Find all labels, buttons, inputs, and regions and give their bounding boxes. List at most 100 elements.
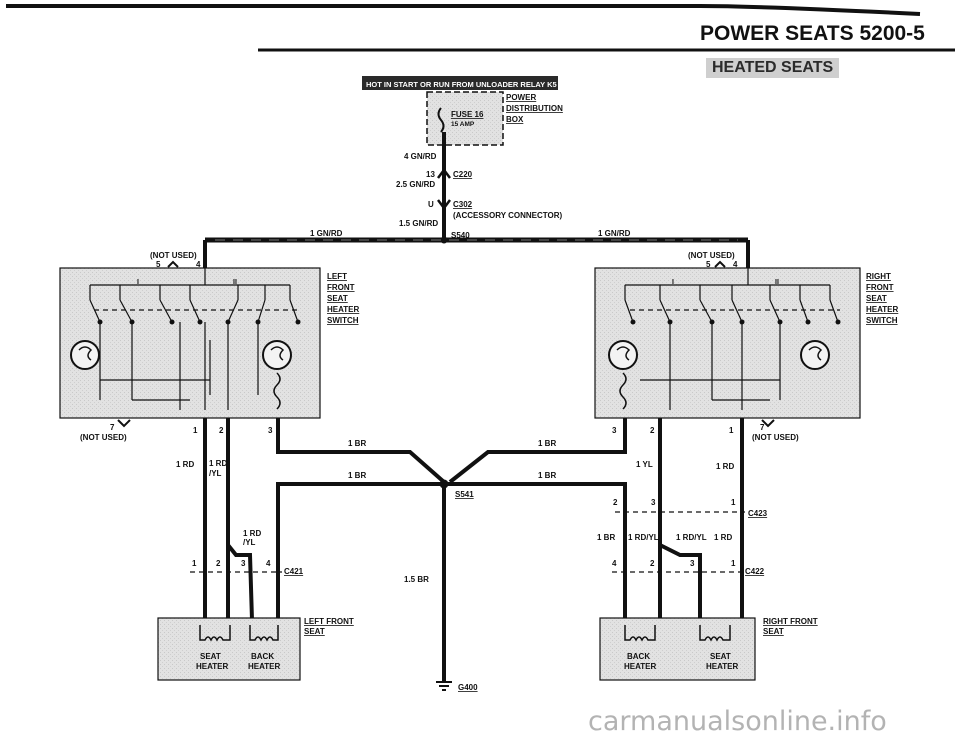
left-wire-rd-yl-line-2: /YL [209, 469, 222, 478]
ground-symbol-icon [436, 681, 452, 691]
splice-s540: S540 [451, 231, 470, 240]
left-back-heater-label-2: HEATER [248, 662, 281, 671]
ground-wire-right-seat [444, 482, 627, 510]
right-switch-pin-5: 5 [706, 260, 711, 269]
right-seat-housing [599, 617, 756, 681]
right-seat-heater-label-2: HEATER [706, 662, 739, 671]
ground-g400: G400 [458, 683, 478, 692]
left-c421-pin-4: 4 [266, 559, 271, 568]
left-indicator-lamp-icon [70, 340, 100, 370]
right-back-heater-label-2: HEATER [624, 662, 657, 671]
right-switch-label-4: HEATER [866, 305, 899, 314]
right-pin-7-mark [761, 419, 775, 428]
right-seat-heater-element-icon [699, 625, 731, 642]
box-label-line-3: BOX [506, 115, 524, 124]
left-switch-label-4: HEATER [327, 305, 360, 314]
ground-network: 1 BR 1 BR 1 BR 1 BR S541 1.5 BR G400 [276, 418, 627, 692]
connector-c220: C220 [453, 170, 473, 179]
right-indicator-lamp-icon [608, 340, 638, 370]
left-resistor-icon [273, 372, 281, 410]
box-label-line-1: POWER [506, 93, 536, 102]
connector-c302-mark [437, 199, 451, 211]
connector-c302: C302 [453, 200, 473, 209]
right-switch-label-5: SWITCH [866, 316, 898, 325]
left-seat-heater-element-icon [199, 625, 231, 642]
ground-wire-left-seat [276, 482, 444, 620]
left-front-seat-label-1: LEFT FRONT [304, 617, 354, 626]
right-seat-heater-switch: (NOT USED) 5 4 I II [594, 251, 899, 442]
watermark: carmanualsonline.info [588, 706, 887, 737]
left-c421-pin-3: 3 [241, 559, 246, 568]
wire-1-br-4: 1 BR [538, 471, 556, 480]
right-seat-wiring: 1 YL 1 RD 2 3 1 C423 1 BR 1 RD/YL 1 RD/Y… [597, 418, 818, 681]
splice-s541: S541 [455, 490, 474, 499]
hot-in-banner [362, 76, 558, 90]
right-wire-1-yl: 1 YL [636, 460, 653, 469]
wire-4-gn-rd: 4 GN/RD [404, 152, 437, 161]
left-switch-not-used-top: (NOT USED) [150, 251, 197, 260]
right-switch-pin-2: 2 [650, 426, 655, 435]
left-wire-rd-yl-b-line-1: 1 RD [243, 529, 261, 538]
left-seat-heater-label-2: HEATER [196, 662, 229, 671]
right-switch-pin-3: 3 [612, 426, 617, 435]
left-switch-pin-7: 7 [110, 423, 115, 432]
splice-s541-dot [439, 479, 449, 489]
right-indicator-lamp-2-icon [800, 340, 830, 370]
connector-c422: C422 [745, 567, 765, 576]
left-indicator-lamp-2-icon [262, 340, 292, 370]
left-switch-contact-dots [97, 319, 301, 325]
right-front-seat-label-2: SEAT [763, 627, 784, 636]
connector-c421: C421 [284, 567, 304, 576]
left-seat-heater-label-1: SEAT [200, 652, 221, 661]
right-switch-not-used-bottom: (NOT USED) [752, 433, 799, 442]
left-wire-rd-yl-line-1: 1 RD [209, 459, 227, 468]
header-rules [6, 4, 955, 52]
right-switch-contact-dots [630, 319, 841, 325]
page-title: POWER SEATS 5200-5 [700, 22, 925, 45]
right-switch-pin-1: 1 [729, 426, 734, 435]
right-c423-pin-3: 3 [651, 498, 656, 507]
wire-1-5-br: 1.5 BR [404, 575, 429, 584]
right-c423-pin-2: 2 [613, 498, 618, 507]
accessory-connector-label: (ACCESSORY CONNECTOR) [453, 211, 563, 220]
left-switch-position-i: I [137, 279, 139, 286]
right-c423-pin-1: 1 [731, 498, 736, 507]
box-label-line-2: DISTRIBUTION [506, 104, 563, 113]
left-switch-label-1: LEFT [327, 272, 347, 281]
wire-1-br-3: 1 BR [348, 471, 366, 480]
left-switch-label-3: SEAT [327, 294, 348, 303]
hot-in-banner-text: HOT IN START OR RUN FROM UNLOADER RELAY … [366, 80, 557, 89]
connector-c423: C423 [748, 509, 768, 518]
right-switch-pin-4: 4 [733, 260, 738, 269]
left-pin-7-mark [117, 419, 131, 428]
fuse-rating: 15 AMP [451, 121, 475, 128]
right-wire-rd-yl-1: 1 RD/YL [628, 533, 659, 542]
right-back-heater-label-1: BACK [627, 652, 650, 661]
right-wire-1-rd: 1 RD [716, 462, 734, 471]
right-back-heater-element-icon [624, 625, 656, 642]
pin-13: 13 [426, 170, 435, 179]
wire-2-5-gn-rd: 2.5 GN/RD [396, 180, 435, 189]
left-switch-pin-1: 1 [193, 426, 198, 435]
wire-1-gn-rd-left: 1 GN/RD [310, 229, 343, 238]
left-switch-position-ii: II [233, 279, 237, 286]
fuse-icon [437, 107, 445, 133]
wire-1-br-2: 1 BR [538, 439, 556, 448]
right-pin-5-mark [714, 260, 726, 268]
left-seat-housing [157, 617, 301, 681]
left-wire-1-rd: 1 RD [176, 460, 194, 469]
left-switch-label-5: SWITCH [327, 316, 359, 325]
wire-1-br-1: 1 BR [348, 439, 366, 448]
left-c421-pin-2: 2 [216, 559, 221, 568]
section-subtitle: HEATED SEATS [706, 58, 840, 78]
left-front-seat-label-2: SEAT [304, 627, 325, 636]
right-wire-1-rd-2: 1 RD [714, 533, 732, 542]
left-seat-heater-switch: (NOT USED) 5 4 I II [59, 251, 360, 442]
right-switch-contacts [624, 285, 840, 410]
power-source: HOT IN START OR RUN FROM UNLOADER RELAY … [203, 76, 750, 268]
power-distribution-box [426, 91, 504, 146]
wire-1-5-gn-rd: 1.5 GN/RD [399, 219, 438, 228]
right-switch-position-i: I [672, 279, 674, 286]
